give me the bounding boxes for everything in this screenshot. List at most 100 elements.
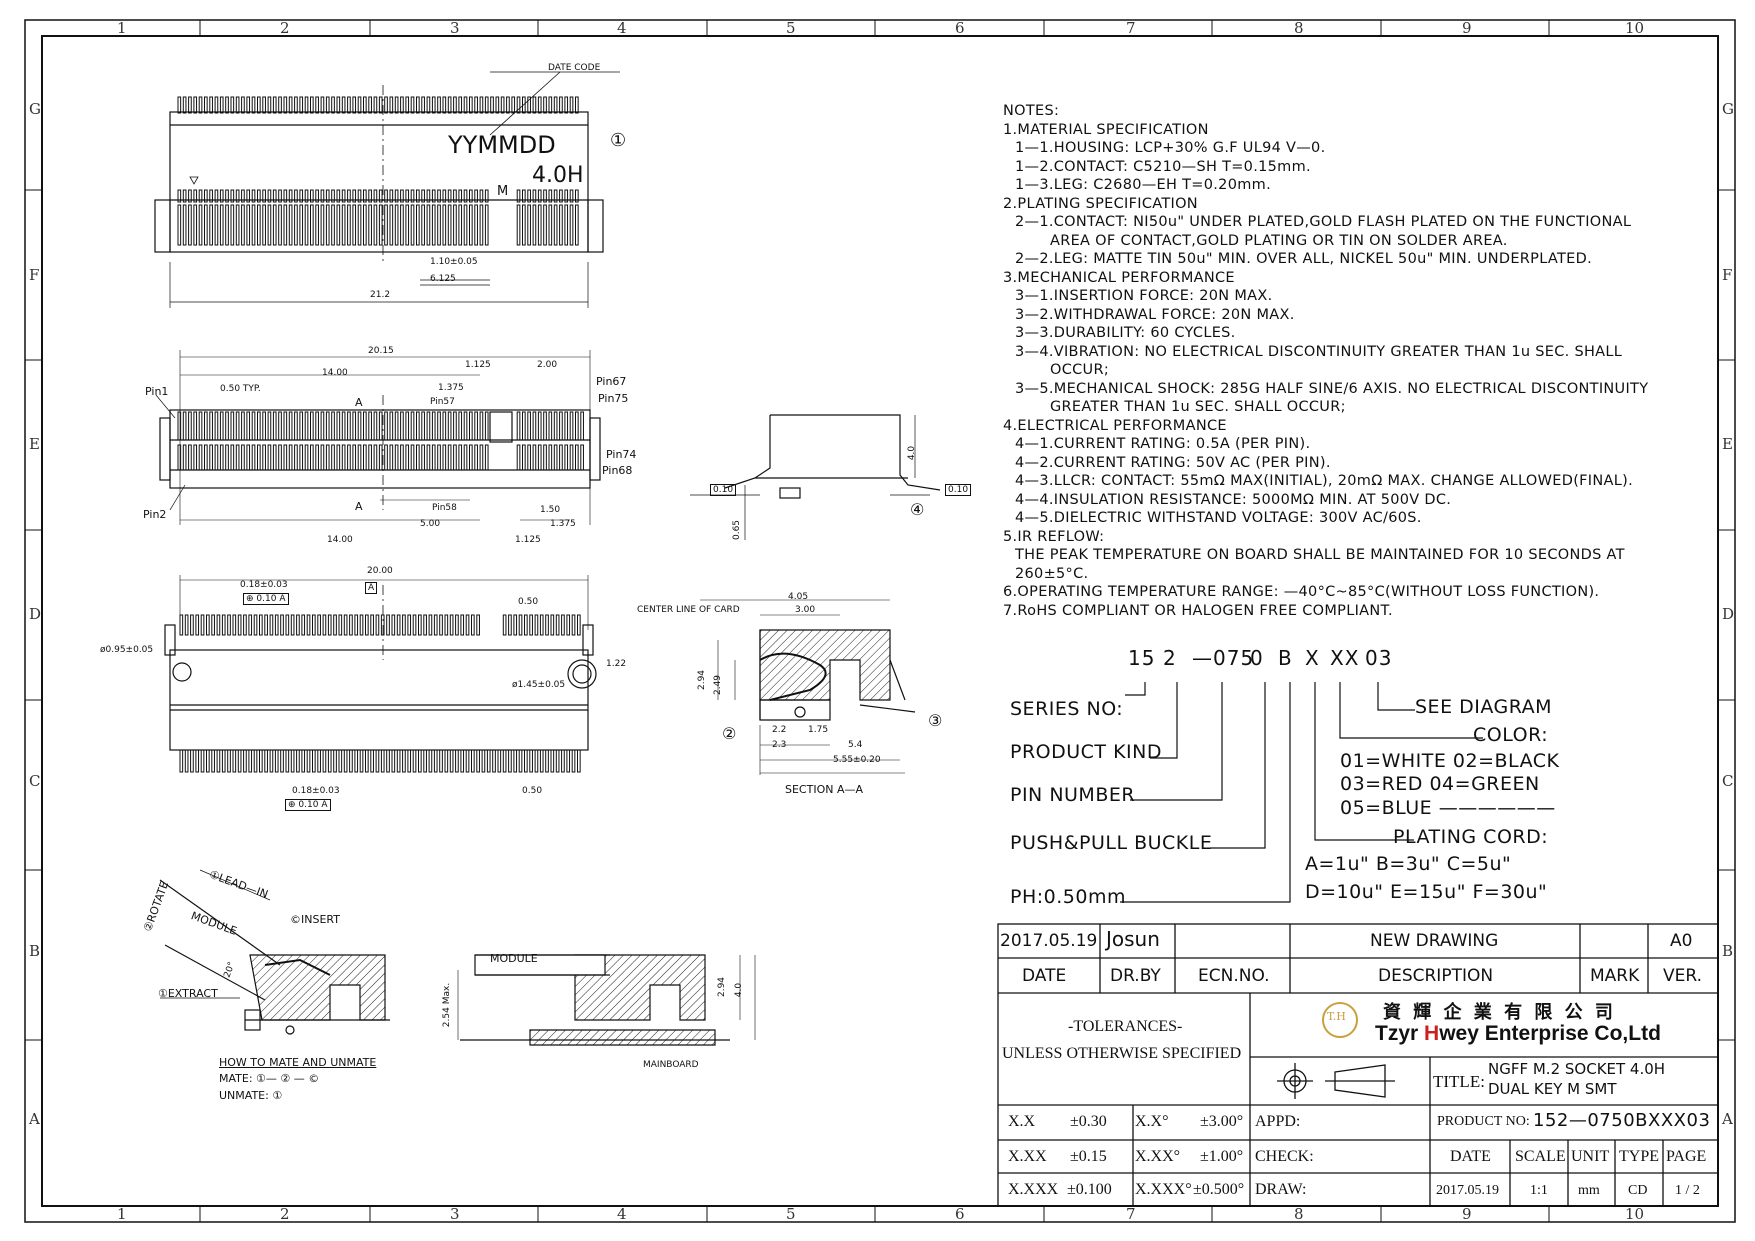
callout-4: ④ xyxy=(910,500,925,519)
rev-description: NEW DRAWING xyxy=(1370,931,1499,951)
rev-drawn-by: Josun xyxy=(1106,927,1160,951)
zone-col-7-bottom: 7 xyxy=(1126,1205,1136,1223)
zone-col-8: 8 xyxy=(1294,19,1304,37)
rev-h-ecn: ECN.NO. xyxy=(1198,966,1270,986)
footer-h-scale: SCALE xyxy=(1515,1148,1566,1165)
dim-1375-bot: 1.375 xyxy=(550,519,576,529)
zone-col-6-bottom: 6 xyxy=(955,1205,965,1223)
dim-294: 2.94 xyxy=(697,669,708,691)
title-block-grid xyxy=(997,923,1719,1207)
pin58-label: Pin58 xyxy=(432,503,457,513)
zone-row-b-right: B xyxy=(1722,942,1734,960)
label-pin-number: PIN NUMBER xyxy=(1010,784,1136,806)
note-line: 2.PLATING SPECIFICATION xyxy=(1003,195,1198,212)
zone-col-4-bottom: 4 xyxy=(617,1205,627,1223)
mated-view xyxy=(457,954,756,1046)
tol-bot-ref: A xyxy=(321,800,328,810)
footer-h-type: TYPE xyxy=(1619,1148,1659,1165)
label-color: COLOR: xyxy=(1473,724,1549,746)
dim-width: 21.2 xyxy=(370,290,391,300)
key-mark: M xyxy=(497,184,509,199)
dim-22: 2.2 xyxy=(772,725,787,735)
dim-mated-294: 2.94 xyxy=(717,976,728,998)
zone-col-3-bottom: 3 xyxy=(450,1205,460,1223)
note-line: 6.OPERATING TEMPERATURE RANGE: —40°C~85°… xyxy=(1003,584,1600,600)
footer-scale: 1:1 xyxy=(1530,1183,1548,1198)
color-row-1: 01=WHITE 02=BLACK xyxy=(1340,750,1560,772)
zone-row-e: E xyxy=(29,435,40,453)
dim-2000: 20.00 xyxy=(367,566,393,576)
draw-label: DRAW: xyxy=(1255,1181,1307,1198)
insert-label: ©INSERT xyxy=(290,913,340,926)
hole-right-dim: ø1.45±0.05 xyxy=(512,680,566,690)
dim-500: 5.00 xyxy=(420,519,441,529)
part-number-leaders xyxy=(1120,682,1483,903)
color-row-3: 05=BLUE —————— xyxy=(1340,797,1556,819)
note-line: OCCUR; xyxy=(1050,362,1110,378)
title-line-2: DUAL KEY M SMT xyxy=(1488,1080,1617,1098)
dim-018-bot: 0.18±0.03 xyxy=(292,786,340,796)
note-line: 3.MECHANICAL PERFORMANCE xyxy=(1003,269,1235,286)
dim-pitch: 1.10±0.05 xyxy=(430,257,478,267)
label-see-diagram: SEE DIAGRAM xyxy=(1415,696,1553,718)
zone-row-d-right: D xyxy=(1722,605,1735,623)
tol-top-ref: A xyxy=(279,594,286,604)
dim-050-top: 0.50 xyxy=(518,597,539,607)
label-series-no: SERIES NO: xyxy=(1010,698,1124,720)
note-line: GREATER THAN 1u SEC. SHALL OCCUR; xyxy=(1050,399,1346,415)
note-line: 1—2.CONTACT: C5210—SH T=0.15mm. xyxy=(1015,158,1311,175)
note-line: 1—1.HOUSING: LCP+30% G.F UL94 V—0. xyxy=(1015,140,1326,156)
date-code-label: DATE CODE xyxy=(548,63,601,73)
rev-h-mark: MARK xyxy=(1590,966,1640,986)
side-view xyxy=(690,414,941,540)
dim-150: 1.50 xyxy=(540,505,561,515)
zone-col-8-bottom: 8 xyxy=(1294,1205,1304,1223)
dim-side-065: 0.65 xyxy=(732,519,743,541)
zone-col-9-bottom: 9 xyxy=(1462,1205,1472,1223)
rev-h-desc: DESCRIPTION xyxy=(1378,966,1494,986)
label-pitch: PH:0.50mm xyxy=(1010,886,1126,908)
label-plating: PLATING CORD: xyxy=(1393,826,1549,848)
dim-200: 2.00 xyxy=(537,360,558,370)
zone-col-1-bottom: 1 xyxy=(117,1205,127,1223)
tolerances-unless: UNLESS OTHERWISE SPECIFIED xyxy=(1002,1045,1242,1062)
pn-seg-plating: X xyxy=(1305,646,1320,670)
pin-view xyxy=(155,350,601,525)
company-name-cn: 資 輝 企 業 有 限 公 司 xyxy=(1383,1002,1616,1023)
note-line: 3—2.WITHDRAWAL FORCE: 20N MAX. xyxy=(1015,306,1295,323)
zone-col-6: 6 xyxy=(955,19,965,37)
note-line: AREA OF CONTACT,GOLD PLATING OR TIN ON S… xyxy=(1050,232,1508,249)
tol-xx-angle-value: ±1.00° xyxy=(1200,1148,1244,1165)
zone-col-10-bottom: 10 xyxy=(1625,1205,1645,1223)
dim-mated-40: 4.0 xyxy=(734,982,745,998)
tol-frame-bot: ⊕ 0.10 A xyxy=(285,799,331,811)
plating-row-2: D=10u" E=15u" F=30u" xyxy=(1305,881,1548,903)
how-to-title: HOW TO MATE AND UNMATE xyxy=(219,1056,377,1069)
section-a-bottom: A xyxy=(355,500,363,513)
pin1-label: Pin1 xyxy=(145,385,169,398)
pn-seg-color: XX xyxy=(1330,646,1360,670)
dim-2015: 20.15 xyxy=(368,346,394,356)
mating-view xyxy=(159,869,390,1035)
zone-row-b: B xyxy=(29,942,41,960)
dim-1125-bot: 1.125 xyxy=(515,535,541,545)
pn-seg-pitch: B xyxy=(1278,646,1293,670)
dim-1400-top: 14.00 xyxy=(322,368,348,378)
unmate-sequence: UNMATE: ① xyxy=(219,1089,283,1102)
rev-version: A0 xyxy=(1670,931,1693,951)
note-line: 260±5°C. xyxy=(1015,565,1089,582)
label-push-pull: PUSH&PULL BUCKLE xyxy=(1010,832,1213,854)
zone-col-5-bottom: 5 xyxy=(786,1205,796,1223)
plating-row-1: A=1u" B=3u" C=5u" xyxy=(1305,853,1512,875)
pin57-label: Pin57 xyxy=(430,397,455,407)
company-name-en-part2: wey Enterprise Co,Ltd xyxy=(1439,1022,1661,1045)
zone-row-a: A xyxy=(29,1110,40,1128)
note-line: 5.IR REFLOW: xyxy=(1003,528,1105,545)
dim-side-40: 4.0 xyxy=(907,445,918,461)
rev-h-drby: DR.BY xyxy=(1110,966,1161,986)
pin75-label: Pin75 xyxy=(598,392,629,405)
zone-row-c-right: C xyxy=(1722,772,1734,790)
zone-row-g-right: G xyxy=(1722,100,1734,118)
note-line: 4.ELECTRICAL PERFORMANCE xyxy=(1003,417,1227,434)
